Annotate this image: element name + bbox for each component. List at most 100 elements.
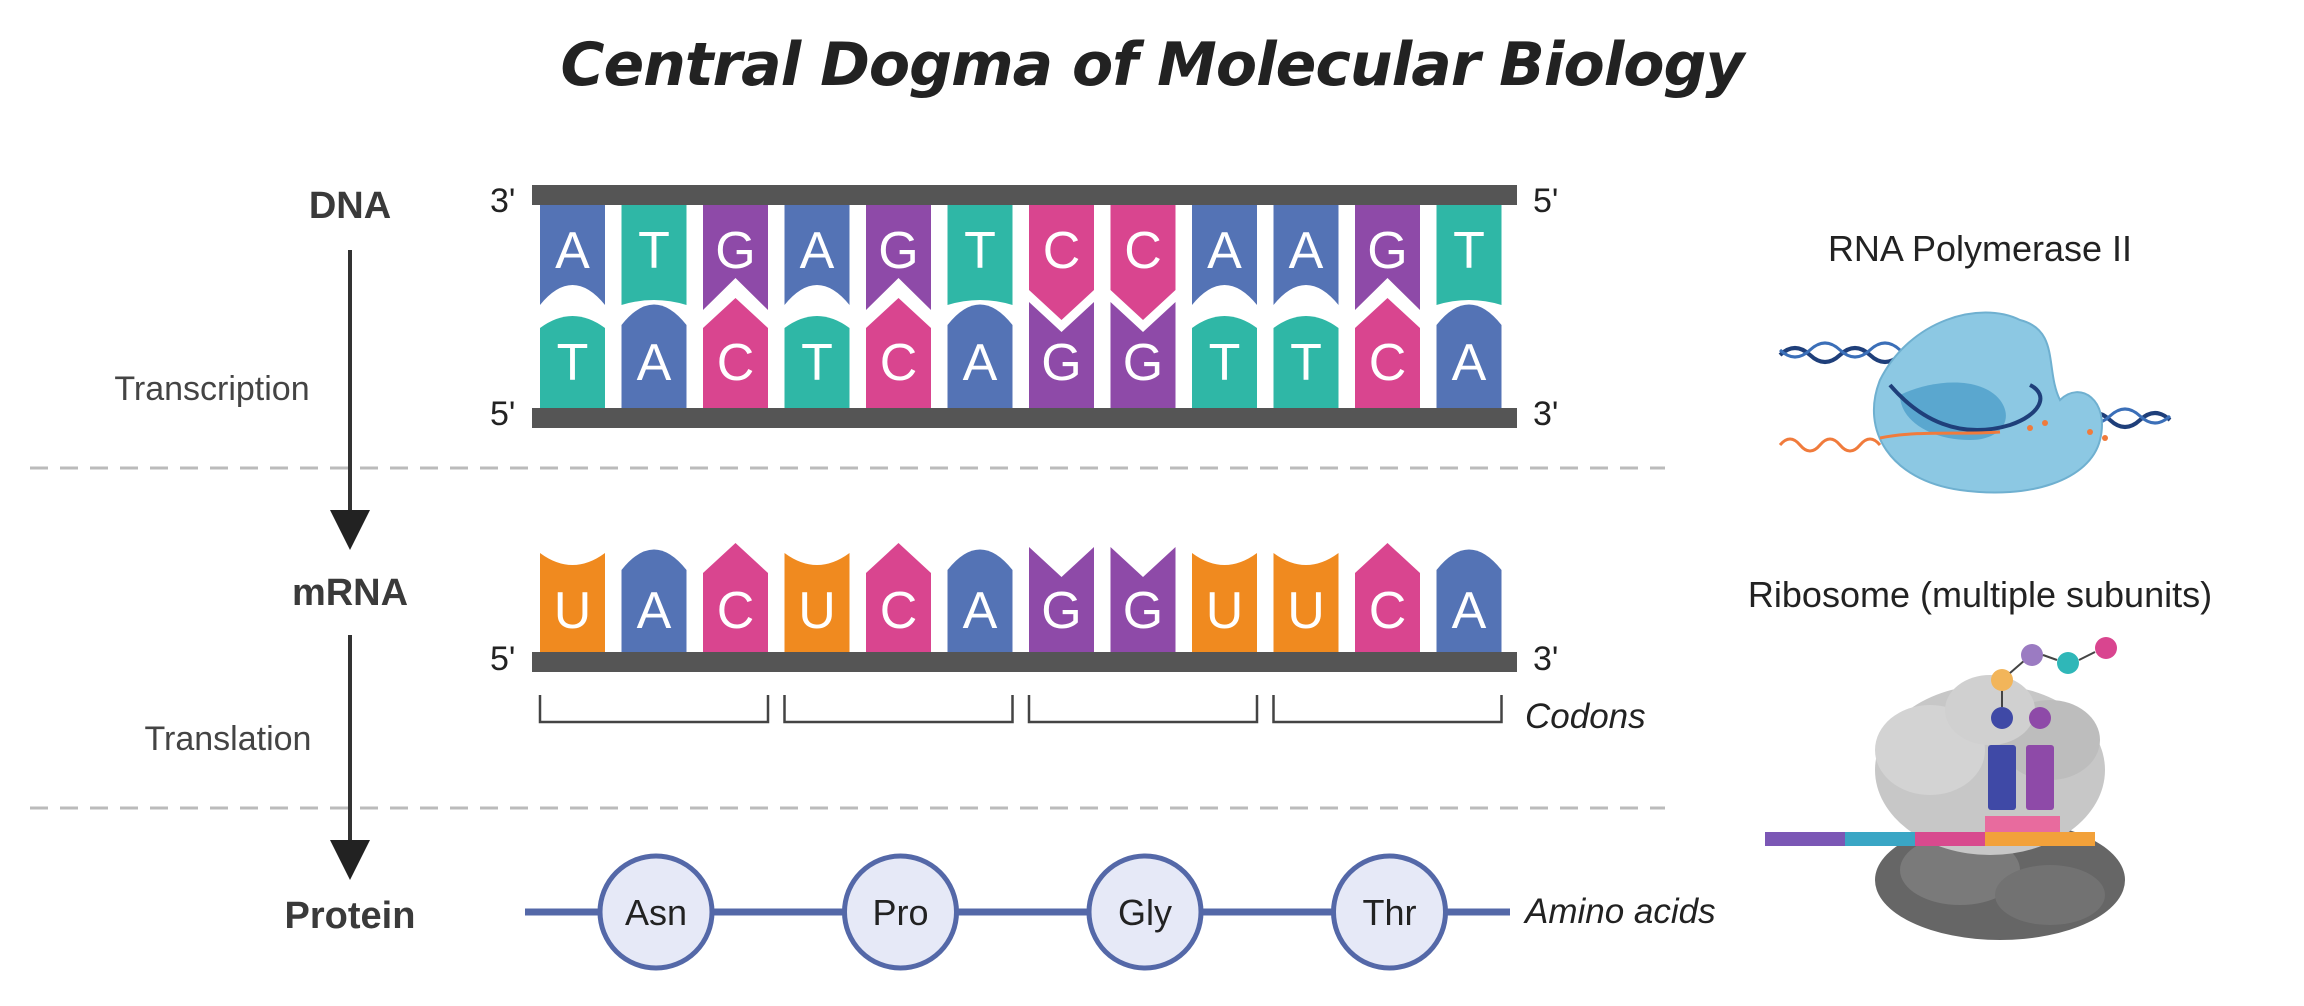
amino-acid-1 <box>597 853 715 971</box>
rna-polymerase-title: RNA Polymerase II <box>1827 228 2133 269</box>
mrna-base-11 <box>1355 543 1420 652</box>
dna-top-base-letter: G <box>715 222 755 280</box>
dna-top-left-end: 3' <box>490 182 516 220</box>
dna-bottom-base-1 <box>540 316 605 408</box>
mrna-base-letter: C <box>880 582 918 640</box>
dna-bottom-base-letter: G <box>1123 334 1163 392</box>
dna-bottom-base-letter: T <box>801 334 833 392</box>
dna-top-base-letter: T <box>964 222 996 280</box>
dna-bottom-left-end: 5' <box>490 395 516 433</box>
dna-bottom-base-letter: A <box>1452 334 1487 392</box>
codon-bracket-2 <box>783 695 1014 724</box>
codon-bracket-3 <box>1027 695 1259 724</box>
amino-acid-label: Thr <box>1363 892 1417 933</box>
mrna-base-letter: A <box>963 582 998 640</box>
amino-acid-2 <box>842 853 959 971</box>
dna-top-base-letter: T <box>638 222 670 280</box>
mrna-base-8 <box>1110 547 1176 652</box>
dna-top-base-10 <box>1273 205 1339 305</box>
dna-top-base-11 <box>1355 205 1420 310</box>
dna-bottom-base-4 <box>784 316 850 408</box>
diagram-title: Central Dogma of Molecular Biology <box>560 30 1744 100</box>
stage-label-mrna: mRNA <box>291 572 409 614</box>
dna-bottom-base-3 <box>703 298 768 408</box>
mrna-base-letter: U <box>554 582 592 640</box>
dna-bottom-base-8 <box>1110 302 1176 408</box>
dna-top-base-2 <box>621 205 687 305</box>
dna-bottom-base-letter: T <box>1209 334 1241 392</box>
dna-bottom-base-letter: A <box>637 334 672 392</box>
dna-bottom-base-letter: C <box>1369 334 1407 392</box>
mrna-base-letter: A <box>1452 582 1487 640</box>
stage-label-dna: DNA <box>308 185 392 227</box>
mrna-base-letter: U <box>798 582 836 640</box>
ribosome-title: Ribosome (multiple subunits) <box>1747 574 2213 615</box>
mrna-backbone <box>532 652 1517 672</box>
process-label-translation: Translation <box>144 720 312 758</box>
mrna-base-letter: G <box>1041 582 1081 640</box>
dna-bottom-base-letter: C <box>717 334 755 392</box>
ribosome-illustration <box>1765 637 2125 940</box>
amino-acid-label: Pro <box>872 892 928 933</box>
mrna-base-10 <box>1273 553 1339 652</box>
dna-top-base-4 <box>784 205 850 305</box>
mrna-base-6 <box>947 549 1013 652</box>
codon-bracket-1 <box>538 695 770 724</box>
dna-top-base-letter: A <box>555 222 590 280</box>
dna-top-base-12 <box>1436 205 1502 305</box>
dna-bottom-base-letter: G <box>1041 334 1081 392</box>
mrna-base-letter: A <box>637 582 672 640</box>
dna-top-right-end: 5' <box>1533 182 1559 220</box>
amino-acid-label: Asn <box>625 892 687 933</box>
mrna-base-1 <box>540 553 605 652</box>
dna-top-base-letter: C <box>1043 222 1081 280</box>
mrna-base-7 <box>1029 547 1094 652</box>
dna-bottom-base-7 <box>1029 302 1094 408</box>
dna-bottom-backbone <box>532 408 1517 428</box>
dna-top-base-letter: A <box>1289 222 1324 280</box>
dna-top-base-letter: C <box>1124 222 1162 280</box>
codon-bracket-4 <box>1272 695 1503 724</box>
mrna-base-9 <box>1192 553 1257 652</box>
mrna-base-letter: U <box>1287 582 1325 640</box>
mrna-base-5 <box>866 543 931 652</box>
dna-top-base-5 <box>866 205 931 310</box>
dna-top-base-letter: A <box>800 222 835 280</box>
dna-bottom-base-5 <box>866 298 931 408</box>
dna-top-base-letter: G <box>878 222 918 280</box>
dna-bottom-base-11 <box>1355 298 1420 408</box>
dna-top-backbone <box>532 185 1517 205</box>
mrna-base-letter: C <box>717 582 755 640</box>
mrna-base-letter: C <box>1369 582 1407 640</box>
stage-label-protein: Protein <box>284 895 416 937</box>
mrna-base-letter: U <box>1206 582 1244 640</box>
amino-acid-3 <box>1086 853 1204 971</box>
dna-top-base-9 <box>1192 205 1257 305</box>
dna-bottom-base-letter: A <box>963 334 998 392</box>
mrna-base-2 <box>621 549 687 652</box>
codon-brackets <box>538 695 1503 724</box>
dna-bottom-base-6 <box>947 304 1013 408</box>
dna-bottom-base-2 <box>621 304 687 408</box>
dna-bottom-base-12 <box>1436 304 1502 408</box>
dna-bottom-base-letter: T <box>557 334 589 392</box>
amino-acids-label: Amino acids <box>1525 892 1716 931</box>
dna-bottom-base-letter: T <box>1290 334 1322 392</box>
dna-top-base-8 <box>1110 205 1176 320</box>
dna-bottom-base-9 <box>1192 316 1257 408</box>
dna-top-base-letter: A <box>1207 222 1242 280</box>
dna-top-base-3 <box>703 205 768 310</box>
mrna-right-end: 3' <box>1533 640 1559 678</box>
dna-top-base-letter: T <box>1453 222 1485 280</box>
mrna-base-letter: G <box>1123 582 1163 640</box>
mrna-left-end: 5' <box>490 640 516 678</box>
rna-polymerase-illustration <box>1778 311 2172 494</box>
codons-label: Codons <box>1525 697 1646 736</box>
dna-top-base-1 <box>540 205 605 305</box>
dna-bottom-base-10 <box>1273 316 1339 408</box>
